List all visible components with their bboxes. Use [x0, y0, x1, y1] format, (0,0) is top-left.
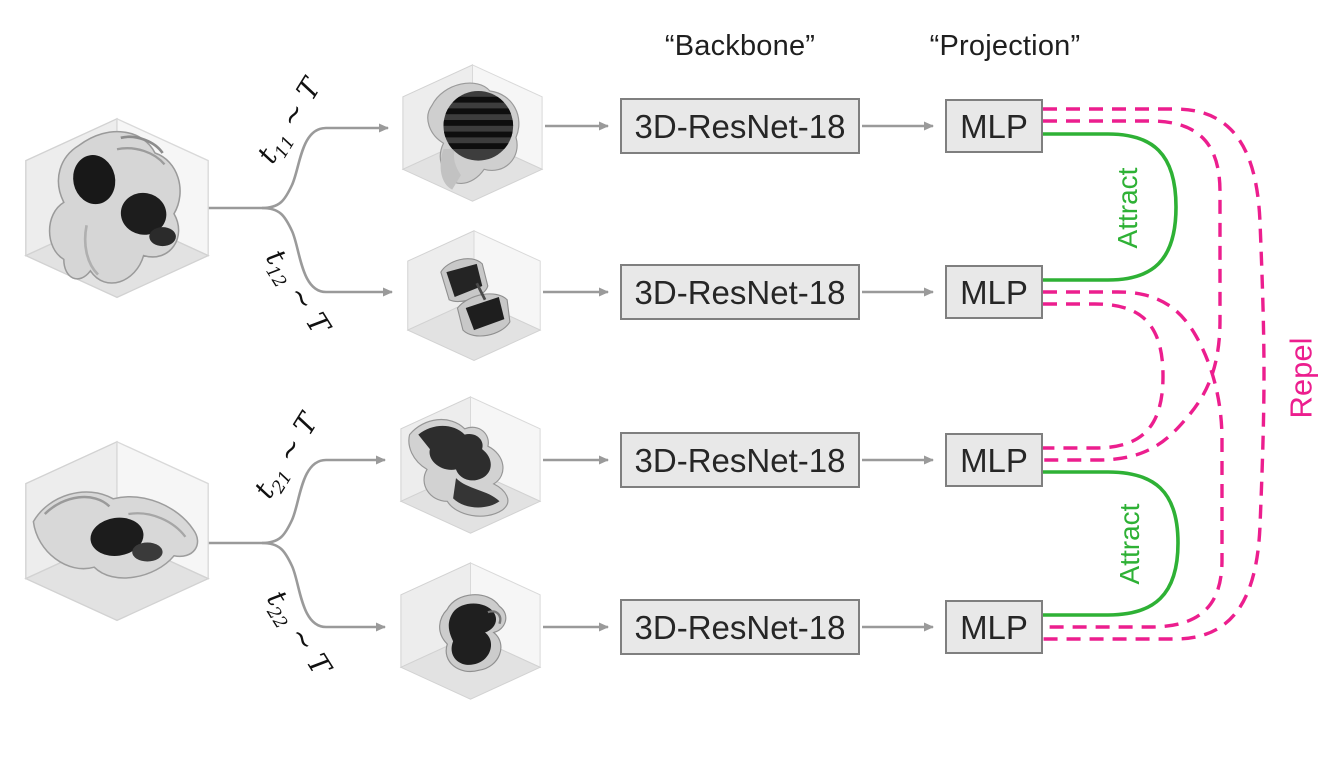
backbone-box-1: 3D-ResNet-18	[620, 98, 860, 154]
augmented-cube-3	[399, 396, 542, 534]
repel-label: Repel	[1283, 337, 1319, 419]
backbone-box-3: 3D-ResNet-18	[620, 432, 860, 488]
projection-box-1: MLP	[945, 99, 1043, 153]
backbone-box-2: 3D-ResNet-18	[620, 264, 860, 320]
fork-line-top-lower	[261, 206, 393, 297]
attract-label-bottom: Attract	[1114, 503, 1145, 585]
fork-line-bottom-upper	[208, 455, 386, 545]
backbone-box-4: 3D-ResNet-18	[620, 599, 860, 655]
repel-curve-1-3	[1043, 119, 1222, 462]
repel-curve-2-3	[1043, 302, 1165, 450]
attract-curve-1-2	[1043, 132, 1178, 282]
fork-line-bottom-lower	[261, 541, 386, 632]
attract-label-top: Attract	[1112, 167, 1143, 249]
projection-box-3: MLP	[945, 433, 1043, 487]
fork-line-top-upper	[208, 123, 389, 210]
repel-curve-2-4	[1043, 290, 1224, 629]
projection-box-2: MLP	[945, 265, 1043, 319]
augmented-cube-4	[399, 562, 542, 700]
input-volume-1	[24, 117, 210, 299]
repel-curve-1-4	[1043, 107, 1266, 641]
projection-box-4: MLP	[945, 600, 1043, 654]
augmented-cube-1	[401, 64, 544, 202]
attract-curve-3-4	[1043, 470, 1180, 617]
input-volume-2	[24, 440, 210, 622]
backbone-header: “Backbone”	[664, 30, 816, 62]
projection-header: “Projection”	[929, 30, 1081, 62]
augmented-cube-2	[406, 230, 542, 362]
